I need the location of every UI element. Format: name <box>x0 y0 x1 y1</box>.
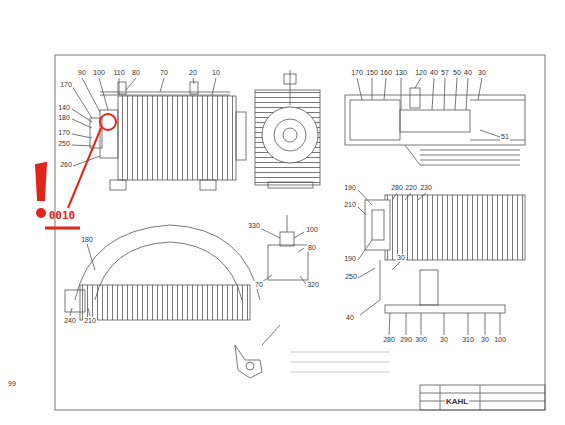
callout-number: 190 <box>343 255 357 263</box>
callout-number: 30 <box>396 254 406 262</box>
callout-number: 40 <box>345 314 355 322</box>
callout-number: 290 <box>399 336 413 344</box>
callout-number: 30 <box>477 69 487 77</box>
callout-number: 210 <box>343 201 357 209</box>
callout-number: 130 <box>394 69 408 77</box>
callout-number: 250 <box>344 273 358 281</box>
callout-number: 180 <box>57 114 71 122</box>
callout-number: 110 <box>112 69 125 77</box>
callout-number: 160 <box>379 69 393 77</box>
callout-number: 180 <box>80 236 94 244</box>
callout-number: 99 <box>7 380 17 388</box>
callout-number: 280 <box>382 336 396 344</box>
callout-number: 100 <box>493 336 507 344</box>
callout-number: 280 <box>390 184 404 192</box>
callout-number: 170 <box>59 81 73 89</box>
callout-number: 240 <box>63 317 77 325</box>
callout-number: 80 <box>131 69 141 77</box>
callout-number: 150 <box>365 69 379 77</box>
callout-number: 190 <box>343 184 357 192</box>
callout-number: 260 <box>59 161 73 169</box>
callout-number: 210 <box>83 317 97 325</box>
callout-number: 120 <box>414 69 428 77</box>
callout-number: 170 <box>350 69 364 77</box>
callout-number: 250 <box>57 140 71 148</box>
callout-number: 100 <box>92 69 106 77</box>
callout-number: 20 <box>188 69 198 77</box>
callout-number: 40 <box>463 69 473 77</box>
title-block-logo: KAHL <box>445 398 469 406</box>
callout-number: 10 <box>211 69 221 77</box>
callout-number: 310 <box>461 336 475 344</box>
callout-number: 170 <box>57 129 71 137</box>
callout-number: 51 <box>500 133 510 141</box>
callout-number: 100 <box>305 226 319 234</box>
callout-number: 320 <box>306 281 320 289</box>
callout-number: 230 <box>419 184 433 192</box>
callout-number: 70 <box>254 281 264 289</box>
callout-number: 80 <box>307 244 317 252</box>
callout-number: 220 <box>404 184 418 192</box>
callout-number: 140 <box>57 104 71 112</box>
callout-number: 300 <box>414 336 428 344</box>
callout-number: 90 <box>77 69 87 77</box>
callout-number: 50 <box>452 69 462 77</box>
callout-number: 30 <box>480 336 490 344</box>
callout-number: 40 <box>429 69 439 77</box>
callout-number: 30 <box>439 336 449 344</box>
handwritten-note: 0010 <box>48 210 77 222</box>
callout-number: 57 <box>440 69 450 77</box>
callout-number: 330 <box>247 222 261 230</box>
callout-number: 70 <box>159 69 169 77</box>
